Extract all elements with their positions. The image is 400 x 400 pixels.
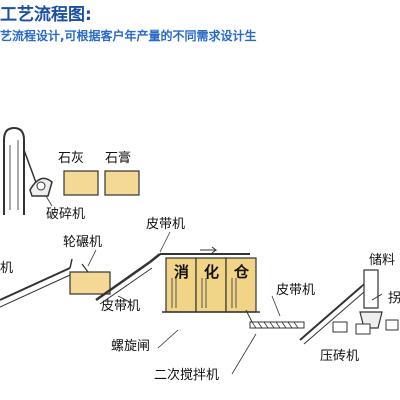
diagram-subtitle: 艺流程设计,可根据客户年产量的不同需求设计生 [0,29,257,43]
digestion-silo: 消 化 仓 [162,257,260,313]
secondary-mixer-label: 二次搅拌机 [154,368,220,383]
roller-mill-label: 轮碾机 [63,235,103,250]
storage-label: 储料 [369,253,396,268]
gypsum-block [104,170,140,196]
belt-conveyor-right-label: 皮带机 [276,283,316,298]
belt-conveyor-to-silo [95,246,250,305]
brick-press-label: 压砖机 [320,349,360,364]
crusher-label: 破碎机 [46,207,86,222]
silo-char-2: 化 [204,263,219,281]
roller-mill-machine [69,263,111,295]
bucket-elevator [3,126,39,215]
screw-gate-label: 螺旋闸 [111,339,151,354]
lime-block [63,170,99,196]
edge-right-label: 拐 [388,291,400,306]
silo-char-1: 消 [174,263,189,281]
label-leaders [45,195,281,375]
screw-conveyor [245,309,305,329]
belt-conveyor-top-label: 皮带机 [146,217,186,232]
silo-char-3: 仓 [233,263,250,281]
brick-press-machine [332,269,399,335]
lime-label: 石灰 [58,151,85,166]
left-conveyor [0,258,73,308]
edge-left-label: 机 [0,261,14,276]
crusher-machine [29,177,53,197]
diagram-title: 工艺流程图: [0,5,92,25]
gypsum-label: 石膏 [105,151,132,166]
belt-conveyor-mid-label: 皮带机 [101,299,141,314]
